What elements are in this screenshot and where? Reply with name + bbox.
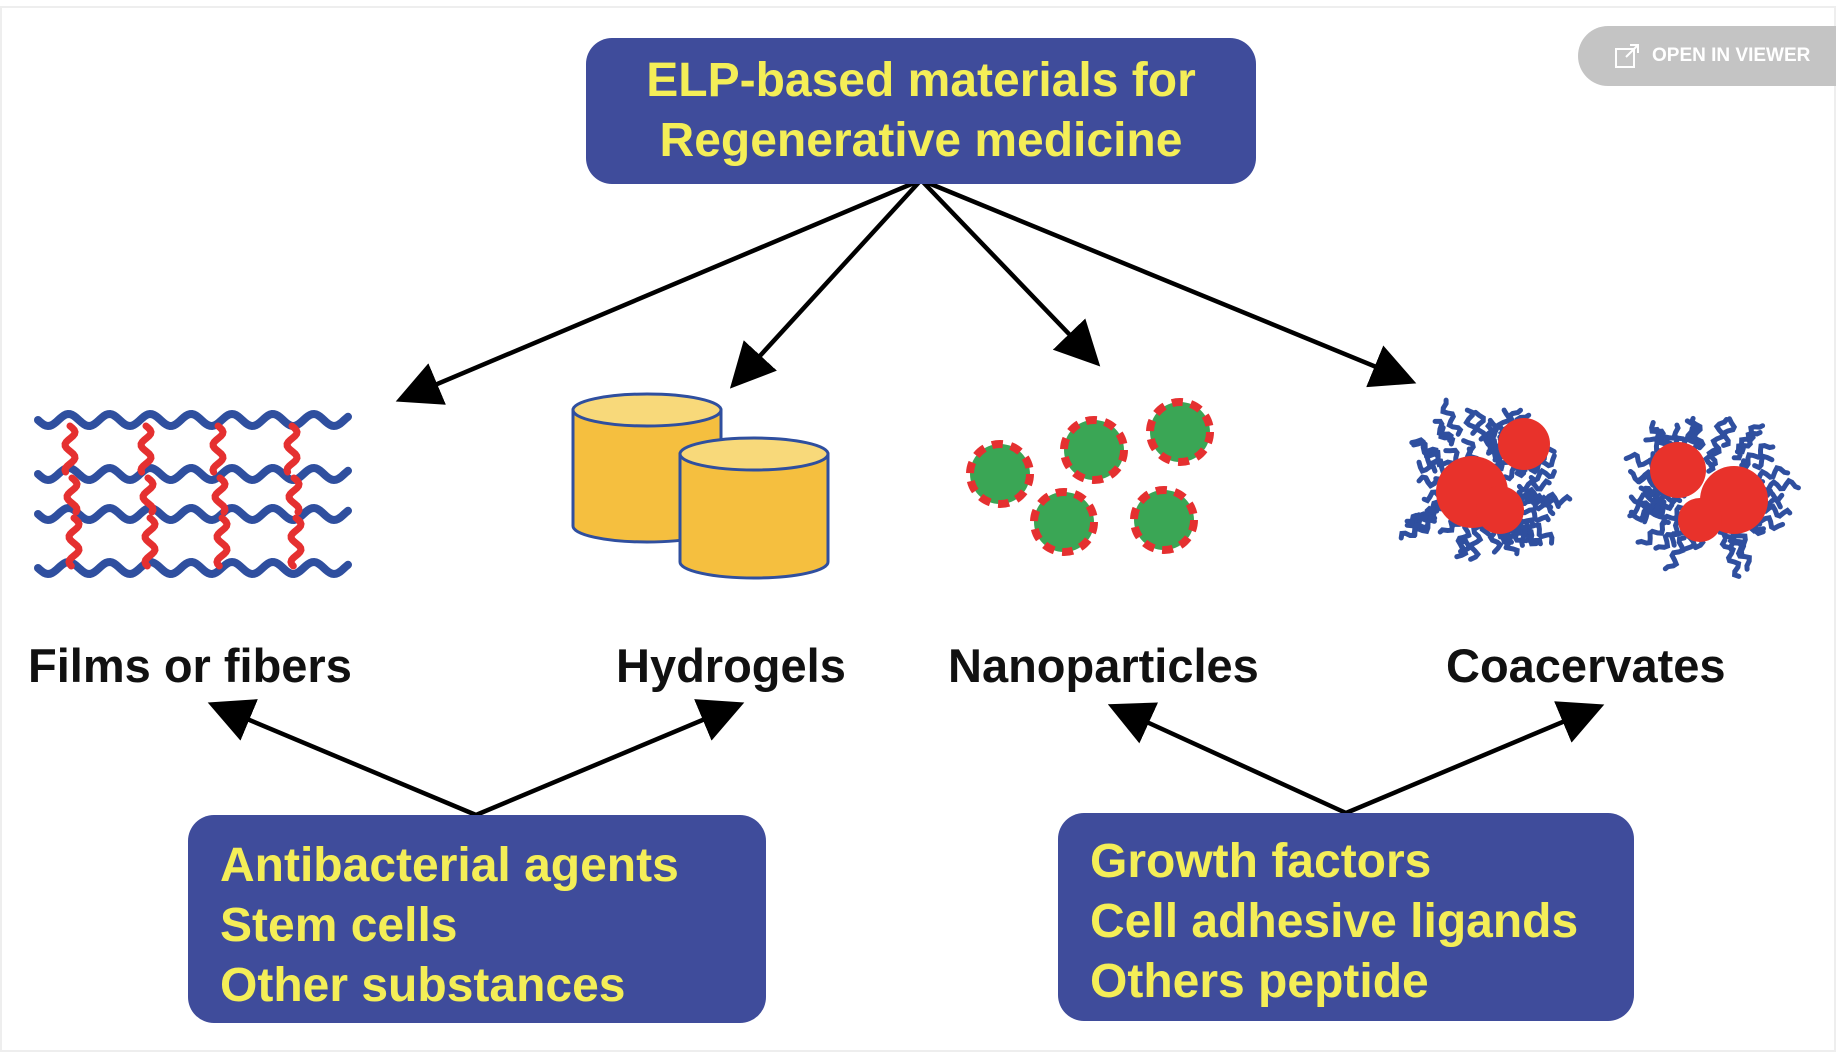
polymer-chain (1706, 446, 1721, 469)
category-nanoparticles: Nanoparticles (948, 639, 1259, 692)
coacervates-illustration (1398, 397, 1801, 579)
polymer-chain (1628, 497, 1663, 517)
crosslink (139, 474, 157, 516)
crosslink (287, 514, 305, 570)
crosslink (63, 474, 81, 516)
right-box-item: Others peptide (1090, 955, 1429, 1008)
arrow-to-nanoparticles (919, 178, 1101, 367)
polymer-chain (1518, 505, 1551, 524)
nanoparticle (1146, 398, 1214, 466)
coacervate-core (1650, 442, 1706, 498)
title-box: ELP-based materials for Regenerative med… (586, 38, 1256, 184)
right-additives-box: Growth factors Cell adhesive ligands Oth… (1058, 813, 1634, 1021)
polymer-chain (1661, 504, 1686, 526)
left-box-item: Stem cells (220, 899, 458, 952)
polymer-chain (1528, 467, 1557, 484)
nanoparticle (1130, 486, 1198, 554)
polymer-chain (1514, 491, 1554, 510)
coacervate-droplet (1398, 397, 1573, 562)
crosslink (213, 514, 231, 570)
crosslink (65, 514, 83, 570)
polymer-chain (1422, 450, 1444, 469)
nanoparticle (1060, 416, 1128, 484)
polymer-chain (1652, 494, 1683, 516)
left-box-item: Antibacterial agents (220, 839, 679, 892)
category-hydrogels: Hydrogels (616, 639, 846, 692)
polymer-chain (1398, 513, 1438, 541)
arrow-right-box-to-coacervates (1345, 701, 1605, 816)
polymer-chain (1662, 535, 1687, 572)
coacervate-core (1476, 486, 1524, 534)
polymer-chain (1463, 407, 1479, 436)
crosslink (211, 474, 229, 516)
polymer-chain (1516, 478, 1552, 493)
arrow-to-films (395, 177, 922, 405)
polymer-chain (1454, 538, 1469, 560)
polymer-chain (1440, 397, 1464, 437)
polymer-chain (1759, 477, 1801, 494)
arrow-left-box-to-films (207, 699, 477, 818)
films-fibers-illustration (34, 409, 352, 579)
polymer-chain (1487, 531, 1504, 555)
polymer-chain (1640, 495, 1667, 512)
crosslink (285, 474, 303, 516)
arrow-left-box-to-hydrogels (475, 699, 745, 818)
polymer-chain (1731, 430, 1763, 461)
hydrogel-cylinder-front (678, 436, 830, 580)
open-in-viewer-button[interactable]: OPEN IN VIEWER (1578, 26, 1836, 86)
polymer-chain (1524, 518, 1555, 546)
arrows-group (207, 177, 1605, 818)
polymer-chain (1404, 505, 1437, 529)
crosslink (141, 514, 159, 570)
hydrogels-illustration (571, 392, 830, 580)
polymer-chain (1635, 518, 1671, 546)
polymer-chain (1473, 409, 1488, 442)
coacervate-core (1678, 498, 1722, 542)
crosslink (61, 422, 79, 476)
category-coacervates: Coacervates (1446, 639, 1726, 692)
coacervate-droplet (1623, 415, 1801, 579)
title-line: Regenerative medicine (659, 114, 1183, 167)
polymer-chain (1409, 437, 1439, 458)
polymer-chain (1485, 423, 1500, 449)
nanoparticle (966, 440, 1034, 508)
title-line: ELP-based materials for (646, 54, 1196, 107)
polymer-strand (34, 463, 352, 485)
polymer-chain (1721, 416, 1738, 448)
nanoparticles-illustration (966, 398, 1214, 556)
left-additives-box: Antibacterial agents Stem cells Other su… (188, 815, 766, 1023)
crosslink (137, 422, 155, 476)
arrow-right-box-to-nanoparticles (1107, 702, 1347, 816)
polymer-strand (34, 409, 352, 431)
arrow-to-coacervates (920, 177, 1417, 388)
polymer-chain (1416, 459, 1438, 475)
nanoparticle (1030, 488, 1098, 556)
crosslink (283, 422, 301, 476)
right-box-item: Growth factors (1090, 835, 1432, 888)
right-box-item: Cell adhesive ligands (1090, 895, 1579, 948)
external-link-icon (1615, 44, 1639, 68)
polymer-chain (1719, 537, 1742, 579)
polymer-strand (34, 557, 352, 579)
open-in-viewer-label: OPEN IN VIEWER (1652, 45, 1811, 66)
arrow-to-hydrogels (729, 178, 923, 389)
coacervate-core (1498, 418, 1550, 470)
polymer-chain (1468, 524, 1484, 562)
polymer-chain (1653, 520, 1684, 551)
polymer-chain (1739, 443, 1776, 470)
left-box-item: Other substances (220, 959, 626, 1012)
category-films-fibers: Films or fibers (28, 639, 352, 692)
crosslink (209, 422, 227, 476)
polymer-chain (1752, 453, 1775, 471)
polymer-chain (1432, 418, 1454, 443)
